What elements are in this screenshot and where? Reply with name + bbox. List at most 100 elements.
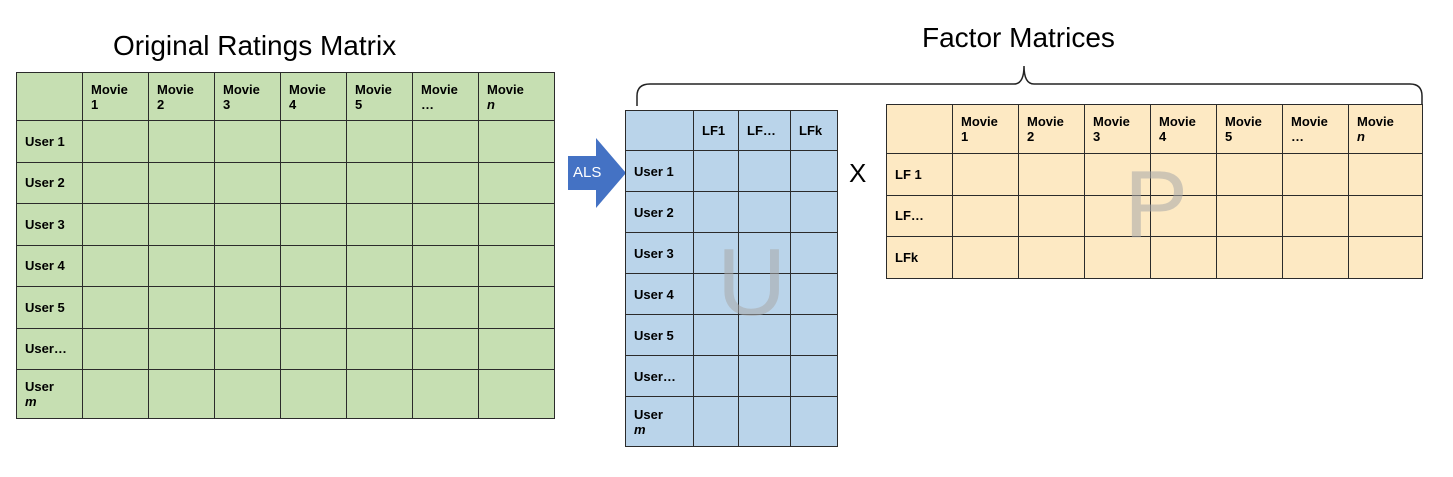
- ratings-row-header-label: User: [25, 379, 54, 394]
- u-cell: [790, 273, 838, 315]
- p-row-header-label: LF 1: [895, 166, 922, 182]
- u-row-header: User 1: [625, 150, 694, 192]
- ratings-cell: [148, 120, 215, 163]
- ratings-cell: [280, 327, 347, 370]
- p-row: LF 1: [886, 153, 1423, 196]
- u-cell: [738, 150, 791, 192]
- ratings-cell: [478, 244, 555, 287]
- als-label: ALS: [573, 164, 602, 181]
- p-cell: [1216, 194, 1283, 237]
- ratings-cell: [346, 244, 413, 287]
- p-column-header-sublabel: n: [1357, 129, 1365, 144]
- ratings-column-header-sublabel: 2: [157, 96, 165, 112]
- p-cell: [1348, 236, 1423, 279]
- ratings-cell: [82, 286, 149, 329]
- u-cell: [790, 150, 838, 192]
- u-cell: [790, 396, 838, 447]
- ratings-row-header-label: User…: [25, 341, 67, 357]
- ratings-cell: [280, 161, 347, 204]
- u-column-header: LF…: [738, 110, 791, 151]
- ratings-cell: [148, 286, 215, 329]
- ratings-row-header-label: User 2: [25, 175, 65, 191]
- ratings-cell: [214, 369, 281, 419]
- ratings-row: User 1: [16, 120, 555, 163]
- ratings-column-header-sublabel: n: [487, 96, 495, 112]
- p-row-header: LF 1: [886, 153, 953, 196]
- ratings-row-header-label: User 1: [25, 133, 65, 149]
- ratings-cell: [82, 369, 149, 419]
- p-column-header-label: Movie: [961, 114, 998, 129]
- p-cell: [1282, 236, 1349, 279]
- p-cell: [1216, 153, 1283, 196]
- u-row-header-sublabel: m: [634, 421, 646, 437]
- p-column-header-sublabel: …: [1291, 129, 1304, 144]
- ratings-cell: [478, 161, 555, 204]
- u-row-header-label: User…: [634, 368, 676, 384]
- ratings-cell: [478, 203, 555, 246]
- ratings-column-header-label: Movie: [289, 81, 326, 97]
- p-cell: [1084, 236, 1151, 279]
- ratings-cell: [412, 286, 479, 329]
- ratings-column-header-sublabel: 3: [223, 96, 231, 112]
- ratings-cell: [280, 244, 347, 287]
- u-cell: [790, 191, 838, 233]
- u-row-header-label: User 3: [634, 245, 674, 261]
- ratings-cell: [478, 369, 555, 419]
- ratings-cell: [214, 286, 281, 329]
- ratings-column-header-sublabel: 5: [355, 96, 363, 112]
- ratings-row-header: User 4: [16, 244, 83, 287]
- p-cell: [952, 153, 1019, 196]
- u-row-header-label: User 4: [634, 286, 674, 302]
- p-cell: [1018, 153, 1085, 196]
- u-cell: [693, 273, 739, 315]
- ratings-cell: [148, 161, 215, 204]
- p-row: LFk: [886, 236, 1423, 279]
- ratings-row-header-label: User 4: [25, 258, 65, 274]
- p-column-header-sublabel: 3: [1093, 129, 1101, 144]
- ratings-cell: [346, 203, 413, 246]
- p-cell: [1084, 153, 1151, 196]
- u-row-header: User 5: [625, 314, 694, 356]
- ratings-cell: [346, 120, 413, 163]
- ratings-cell: [82, 120, 149, 163]
- p-cell: [1348, 153, 1423, 196]
- p-cell: [1216, 236, 1283, 279]
- u-cell: [738, 355, 791, 397]
- factor-matrices-title: Factor Matrices: [922, 22, 1115, 53]
- u-column-header: LFk: [790, 110, 838, 151]
- u-row-header: User…: [625, 355, 694, 397]
- u-cell: [738, 314, 791, 356]
- ratings-row: User…: [16, 327, 555, 370]
- ratings-cell: [478, 327, 555, 370]
- p-row-header: LF…: [886, 194, 953, 237]
- u-row: User 5: [625, 314, 838, 356]
- ratings-cell: [214, 327, 281, 370]
- ratings-column-header-label: Movie: [421, 81, 458, 97]
- ratings-row-header-label: User 3: [25, 216, 65, 232]
- p-row-header-label: LFk: [895, 249, 919, 265]
- p-cell: [1150, 236, 1217, 279]
- u-cell: [738, 232, 791, 274]
- u-row-header-label: User 5: [634, 327, 674, 343]
- u-cell: [738, 191, 791, 233]
- ratings-cell: [214, 203, 281, 246]
- p-row: LF…: [886, 194, 1423, 237]
- u-cell: [693, 191, 739, 233]
- ratings-row-header: User 5: [16, 286, 83, 329]
- ratings-column-header-label: Movie: [487, 81, 524, 97]
- ratings-cell: [148, 369, 215, 419]
- p-column-header: Movie…: [1282, 104, 1349, 154]
- ratings-cell: [478, 286, 555, 329]
